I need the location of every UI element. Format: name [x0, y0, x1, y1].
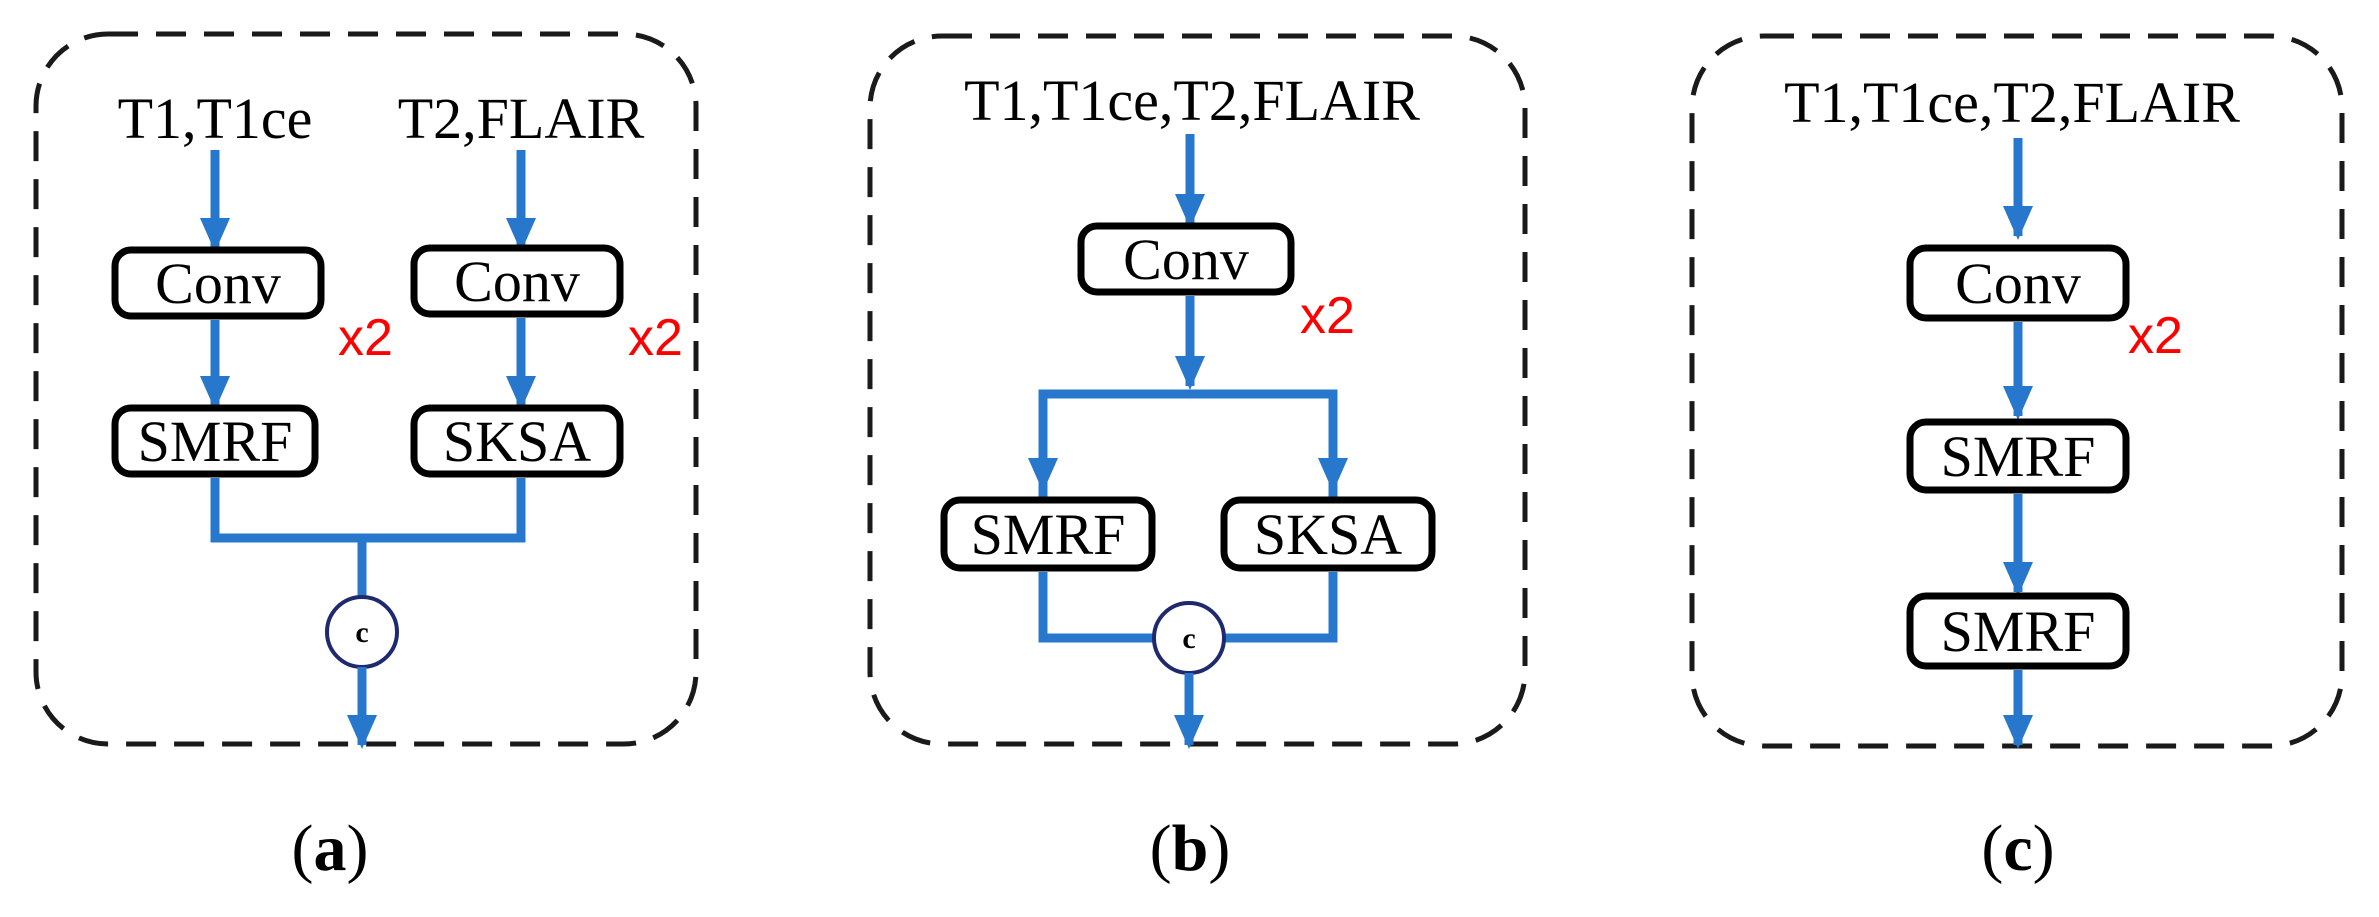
- panel-c-smrf-1-label: SMRF: [1941, 424, 2096, 489]
- panel-b-sksa-box: [1220, 496, 1436, 572]
- panel-b-smrf-box: [940, 496, 1156, 572]
- panel-b-smrf-label: SMRF: [971, 502, 1126, 567]
- panel-a-conv-left-box: [111, 246, 325, 320]
- panel-c-smrf-2-label: SMRF: [1941, 599, 2096, 664]
- panel-a-conv-left-label: Conv: [155, 251, 281, 316]
- panel-b-conv-box: [1077, 222, 1295, 296]
- panel-a-conv-right-box: [410, 244, 624, 318]
- panel-b-conv-label: Conv: [1123, 227, 1249, 292]
- panel-a-smrf-box: [111, 404, 319, 478]
- panel-b: T1,T1ce,T2,FLAIR Conv x2 SMRF SKSA c (b): [867, 33, 1528, 885]
- panel-c-repeat: x2: [2128, 307, 2183, 365]
- panel-a-repeat-left: x2: [338, 309, 393, 367]
- panel-a-concat-label: c: [355, 616, 368, 649]
- panel-a-input-left: T1,T1ce: [118, 86, 313, 151]
- panel-c-smrf-2-box: [1906, 592, 2130, 670]
- panel-c-input: T1,T1ce,T2,FLAIR: [1784, 70, 2240, 135]
- panel-b-merge-left: [1038, 572, 1154, 643]
- panel-a-input-right: T2,FLAIR: [398, 86, 645, 151]
- panel-c-conv-box: [1906, 244, 2130, 322]
- panel-b-input: T1,T1ce,T2,FLAIR: [964, 68, 1420, 133]
- panel-b-repeat: x2: [1300, 287, 1355, 345]
- panel-a-conv-right-label: Conv: [454, 249, 580, 314]
- panel-b-sksa-label: SKSA: [1254, 502, 1402, 567]
- panel-b-concat-label: c: [1182, 622, 1195, 655]
- panel-a: T1,T1ce T2,FLAIR Conv Conv x2 x2 SMRF SK…: [33, 31, 699, 885]
- panel-b-merge-right: [1224, 572, 1338, 643]
- panel-c-caption: (c): [1981, 812, 2054, 885]
- panel-b-caption: (b): [1150, 812, 1231, 885]
- panel-b-split-line: [1038, 389, 1338, 500]
- panel-c-smrf-1-box: [1906, 418, 2130, 494]
- panel-a-repeat-right: x2: [628, 309, 683, 367]
- panel-a-sksa-label: SKSA: [443, 409, 591, 474]
- panel-a-merge-line: [210, 478, 526, 543]
- panel-c: T1,T1ce,T2,FLAIR Conv x2 SMRF SMRF (c): [1689, 33, 2345, 885]
- panel-a-smrf-label: SMRF: [138, 409, 293, 474]
- panel-c-conv-label: Conv: [1955, 251, 2081, 316]
- panel-a-caption: (a): [292, 812, 369, 885]
- panel-a-sksa-box: [410, 404, 624, 478]
